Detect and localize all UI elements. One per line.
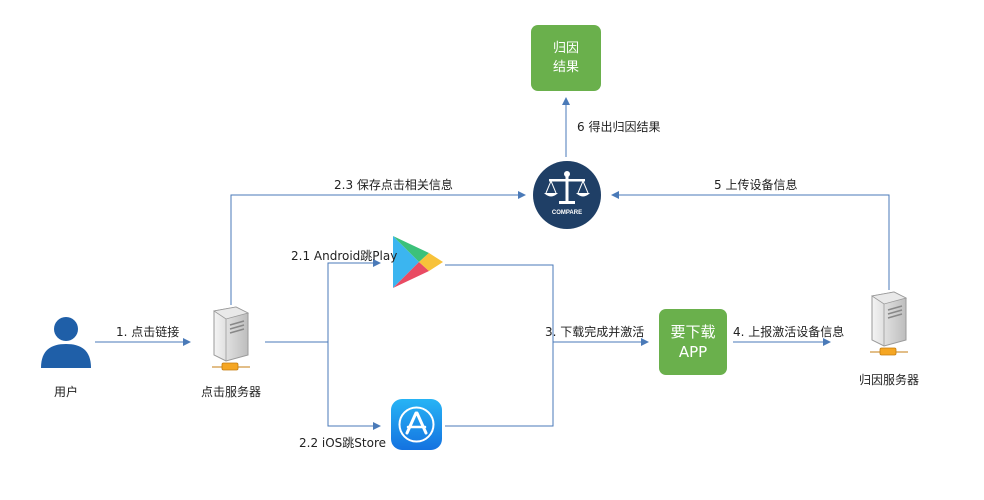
user-label: 用户 — [53, 385, 78, 399]
result-label-line2: 结果 — [552, 60, 579, 75]
user-icon — [39, 316, 93, 368]
download-app-box: 要下载 APP — [659, 309, 727, 375]
app-label-line1: 要下载 — [670, 323, 716, 341]
edge-label-2-2: 2.2 iOS跳Store — [299, 436, 387, 450]
attribution-result-box: 归因 结果 — [531, 25, 601, 91]
app-label-line2: APP — [678, 343, 708, 361]
edge-app-store-to-app — [445, 342, 554, 427]
edge-label-6: 6 得出归因结果 — [577, 120, 661, 134]
edge-label-2-1: 2.1 Android跳Play — [291, 249, 398, 263]
edge-label-2-3: 2.3 保存点击相关信息 — [334, 178, 453, 192]
app-store-icon — [391, 399, 442, 450]
click-server-icon — [208, 305, 254, 373]
edge-label-1: 1. 点击链接 — [116, 325, 180, 339]
scales-icon: COMPARE — [532, 160, 602, 230]
edge-click-server-to-compare — [230, 191, 526, 305]
edge-attribution-server-to-compare — [611, 191, 890, 290]
compare-label: COMPARE — [552, 210, 582, 216]
google-play-icon — [391, 234, 445, 290]
attribution-server-label: 归因服务器 — [858, 373, 919, 387]
click-server-label: 点击服务器 — [200, 385, 261, 399]
edge-to-google-play — [327, 259, 381, 342]
result-label-line1: 归因 — [552, 41, 579, 56]
edge-label-4: 4. 上报激活设备信息 — [733, 325, 845, 339]
edge-to-app-store — [327, 342, 381, 430]
edge-label-5: 5 上传设备信息 — [714, 178, 798, 192]
edge-google-play-to-app — [445, 264, 554, 342]
edge-label-3: 3. 下载完成并激活 — [545, 325, 645, 339]
attribution-server-icon — [866, 290, 912, 358]
